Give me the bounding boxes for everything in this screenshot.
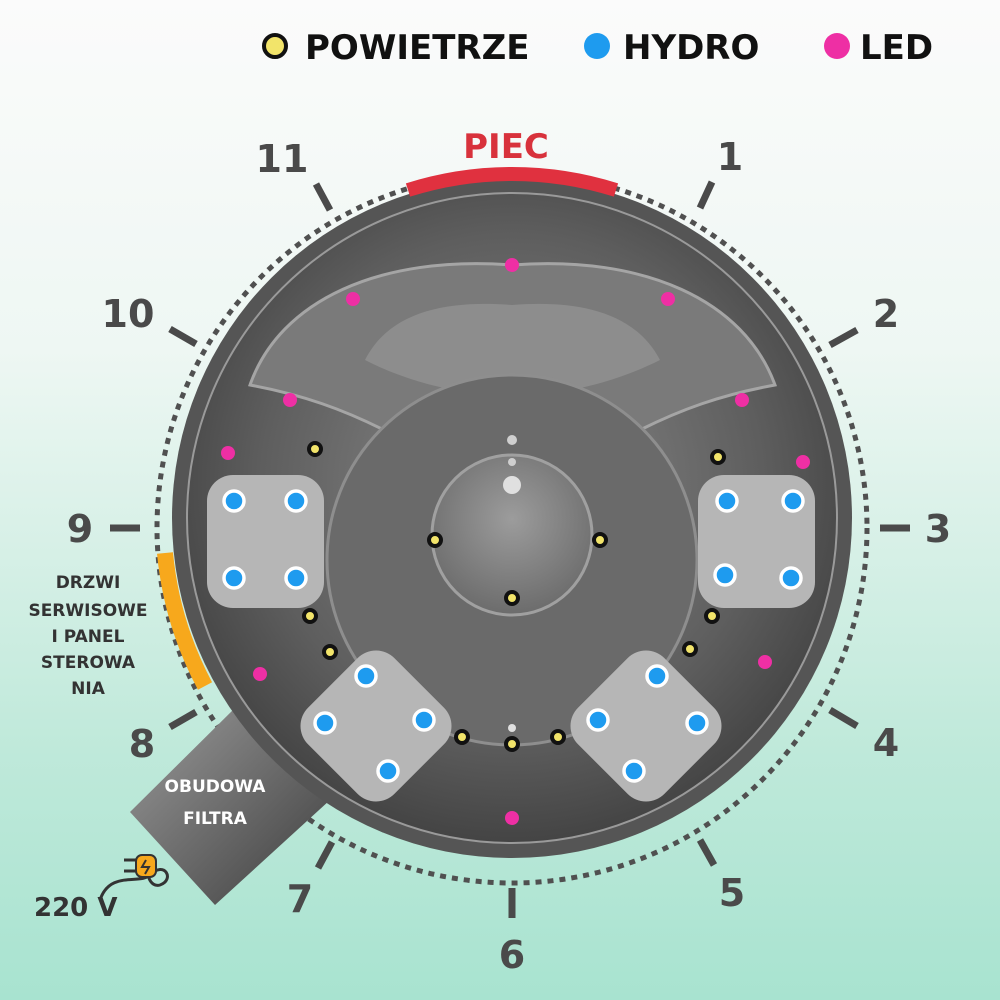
hydro-jet [781, 489, 805, 513]
position-label-10: 10 [102, 292, 155, 336]
clock-labels: 1 2 3 4 5 6 7 8 9 10 11 [67, 135, 951, 977]
tick-4 [828, 706, 859, 730]
air-jet [704, 608, 720, 624]
legend-label-hydro: HYDRO [623, 28, 759, 68]
air-jet [454, 729, 470, 745]
voltage-label: 220 V [34, 893, 117, 923]
hydro-jet [713, 563, 737, 587]
air-legend-swatch [262, 33, 288, 59]
air-jet [504, 736, 520, 752]
led-light [505, 811, 519, 825]
heater-arc [405, 166, 619, 197]
legend-item-hydro: HYDRO [584, 28, 759, 68]
tick-10 [168, 325, 198, 348]
legend-item-led: LED [824, 28, 933, 68]
tick-5 [696, 838, 718, 867]
air-jet [302, 608, 318, 624]
top-fitting [507, 435, 517, 445]
plug-icon [124, 854, 157, 878]
hydro-jet [284, 489, 308, 513]
hydro-jet [222, 566, 246, 590]
tick-7 [314, 840, 336, 870]
hydro-jet [284, 566, 308, 590]
led-legend-swatch [824, 33, 850, 59]
filter-label-line-1: OBUDOWA [165, 777, 267, 797]
led-light [735, 393, 749, 407]
position-label-8: 8 [129, 722, 155, 766]
hydro-jet [376, 759, 400, 783]
hydro-jet [222, 489, 246, 513]
tub-rim-highlight [186, 192, 838, 844]
service-door-label: DRZWI SERWISOWE I PANEL STEROWA NIA [28, 573, 147, 699]
tick-2 [828, 326, 859, 349]
service-door-line-5: NIA [71, 679, 106, 699]
service-door-line-2: SERWISOWE [28, 601, 147, 621]
led-light [796, 455, 810, 469]
air-jet [504, 590, 520, 606]
position-label-2: 2 [873, 292, 899, 336]
legend: POWIETRZE HYDRO LED [262, 28, 933, 68]
center-drain [503, 476, 521, 494]
air-jet [550, 729, 566, 745]
tick-1 [696, 180, 716, 210]
hydro-jet [354, 664, 378, 688]
air-jet [322, 644, 338, 660]
tick-11 [312, 182, 334, 212]
power-plug: 220 V [34, 854, 169, 923]
position-label-5: 5 [719, 871, 745, 915]
power-cable [98, 866, 169, 901]
position-label-6: 6 [499, 933, 525, 977]
led-light [253, 667, 267, 681]
air-jet [682, 641, 698, 657]
led-light [661, 292, 675, 306]
service-door-line-3: I PANEL [52, 627, 125, 647]
legend-item-air: POWIETRZE [262, 28, 529, 68]
filter-label-line-2: FILTRA [183, 809, 248, 829]
hydro-jet [779, 566, 803, 590]
seat-pad-bottom-left [300, 650, 452, 802]
service-door-line-1: DRZWI [56, 573, 121, 593]
top-seat-recess [365, 303, 660, 395]
service-door-arc [157, 552, 213, 690]
led-light [221, 446, 235, 460]
air-jet [427, 532, 443, 548]
heater-label: PIEC [463, 127, 549, 167]
jets-layer [221, 258, 810, 825]
led-light [283, 393, 297, 407]
bottom-fitting [508, 724, 516, 732]
legend-label-air: POWIETRZE [305, 28, 529, 68]
position-label-11: 11 [256, 137, 309, 181]
air-jet [307, 441, 323, 457]
top-fitting-2 [508, 458, 516, 466]
air-jet [710, 449, 726, 465]
hydro-jet [412, 708, 436, 732]
position-label-7: 7 [287, 877, 313, 921]
hydro-jet [715, 489, 739, 513]
seat-pad [300, 650, 452, 802]
led-light [758, 655, 772, 669]
legend-label-led: LED [860, 28, 933, 68]
position-label-3: 3 [925, 507, 951, 551]
position-label-9: 9 [67, 507, 93, 551]
seat-pad [570, 650, 722, 802]
position-label-4: 4 [873, 721, 899, 765]
air-jet [592, 532, 608, 548]
led-light [505, 258, 519, 272]
hydro-jet [622, 759, 646, 783]
clock-ticks [110, 180, 910, 918]
service-door-line-4: STEROWA [41, 653, 136, 673]
hydro-jet [586, 708, 610, 732]
led-light [346, 292, 360, 306]
tick-8 [168, 708, 198, 731]
hydro-legend-swatch [584, 33, 610, 59]
seat-pad-bottom-right [570, 650, 722, 802]
hydro-jet [685, 711, 709, 735]
hydro-jet [645, 664, 669, 688]
position-label-1: 1 [717, 135, 743, 179]
hydro-jet [313, 711, 337, 735]
